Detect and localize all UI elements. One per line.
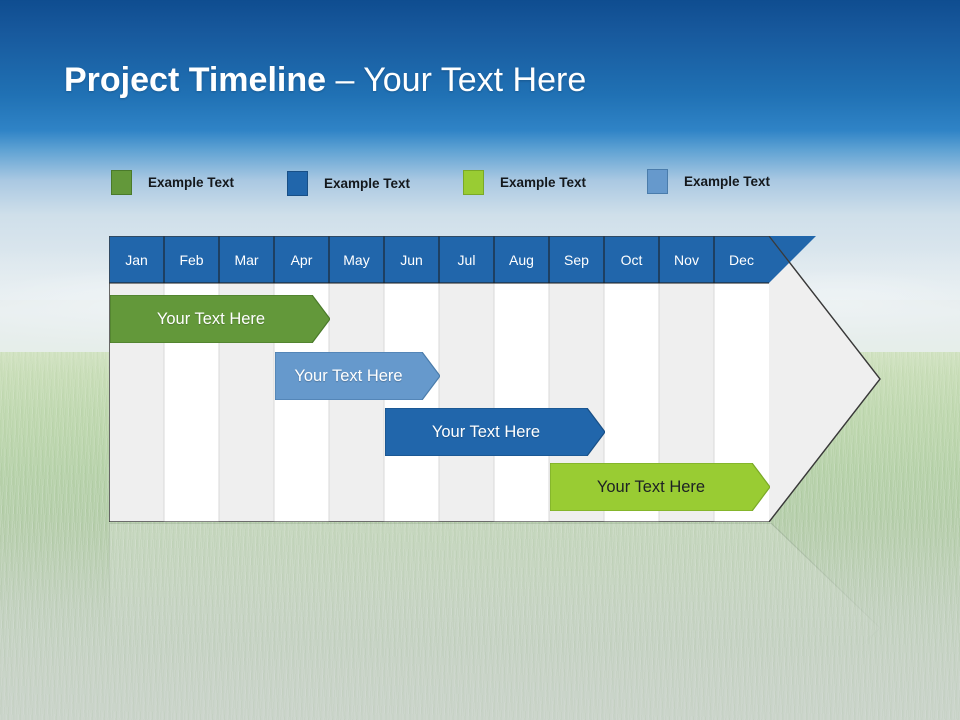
- task-bar-4[interactable]: Your Text Here: [550, 463, 770, 511]
- legend-label: Example Text: [500, 175, 587, 190]
- legend-item-3[interactable]: Example Text: [463, 170, 586, 195]
- task-bar-label: Your Text Here: [431, 423, 541, 441]
- page-title-bold: Project Timeline: [64, 61, 327, 99]
- legend-label: Example Text: [148, 175, 235, 190]
- legend: Example Text Example Text Example Text E…: [0, 168, 960, 198]
- month-header-jan[interactable]: Jan: [125, 252, 148, 268]
- month-header-jul[interactable]: Jul: [457, 252, 476, 268]
- legend-swatch-icon: [647, 169, 668, 194]
- month-header-may[interactable]: May: [343, 252, 370, 268]
- task-bar-2[interactable]: Your Text Here: [275, 352, 440, 400]
- task-bar-shape: [550, 463, 770, 511]
- legend-label: Example Text: [324, 176, 411, 191]
- task-bar-shape: [275, 352, 440, 400]
- page-title: Project Timeline – Your Text Here: [64, 58, 586, 102]
- task-bar-1[interactable]: Your Text Here: [110, 295, 330, 343]
- legend-item-4[interactable]: Example Text: [647, 169, 770, 194]
- gantt-chart: Jan Feb Mar Apr May Jun Jul Aug Sep Oct Nov Dec You…: [109, 236, 881, 522]
- month-header-mar[interactable]: Mar: [234, 252, 259, 268]
- legend-swatch-icon: [287, 171, 308, 196]
- month-header-sep[interactable]: Sep: [564, 252, 589, 268]
- month-header-dec[interactable]: Dec: [729, 252, 754, 268]
- legend-item-2[interactable]: Example Text: [287, 171, 410, 196]
- task-bar-label: Your Text Here: [596, 478, 706, 496]
- task-bar-shape: [110, 295, 330, 343]
- task-bar-label: Your Text Here: [156, 310, 266, 328]
- task-bar-shape: [385, 408, 605, 456]
- month-header-oct[interactable]: Oct: [620, 252, 643, 268]
- month-header-apr[interactable]: Apr: [290, 252, 313, 268]
- task-bar-label: Your Text Here: [294, 367, 403, 385]
- page-title-light: – Your Text Here: [326, 61, 587, 99]
- month-header-feb[interactable]: Feb: [179, 252, 204, 268]
- chart-reflection: [109, 523, 881, 673]
- task-bar-3[interactable]: Your Text Here: [385, 408, 605, 456]
- month-header-jun[interactable]: Jun: [400, 252, 423, 268]
- legend-swatch-icon: [111, 170, 132, 195]
- legend-swatch-icon: [463, 170, 484, 195]
- legend-item-1[interactable]: Example Text: [111, 170, 234, 195]
- legend-label: Example Text: [684, 174, 771, 189]
- month-header-nov[interactable]: Nov: [674, 252, 699, 268]
- month-header-aug[interactable]: Aug: [509, 252, 534, 268]
